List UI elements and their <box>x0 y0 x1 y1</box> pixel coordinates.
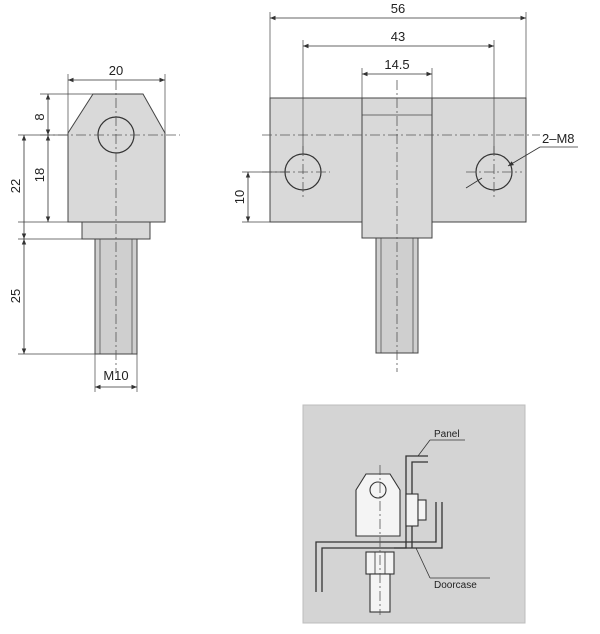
dim-side-head: 22 <box>8 179 23 193</box>
dim-front-hole-height: 10 <box>232 190 247 204</box>
installation-detail: Panel Doorcase <box>302 404 526 624</box>
install-label-panel: Panel <box>434 429 460 440</box>
install-hinge-head <box>355 473 401 537</box>
side-view: 20 8 18 22 25 M10 <box>8 63 180 392</box>
dim-side-stem: 25 <box>8 289 23 303</box>
front-view: 56 43 14.5 10 2–M8 <box>232 1 578 372</box>
side-head <box>67 93 166 223</box>
front-right-wing <box>431 97 527 223</box>
install-doorcase-bracket <box>321 502 443 592</box>
dim-side-thread: M10 <box>103 368 128 383</box>
dim-side-width: 20 <box>109 63 123 78</box>
dim-side-top: 8 <box>32 113 47 120</box>
install-label-doorcase: Doorcase <box>434 580 477 591</box>
dim-side-hole: 18 <box>32 168 47 182</box>
dim-front-center: 14.5 <box>384 57 409 72</box>
dim-front-holes-note: 2–M8 <box>542 131 575 146</box>
dim-front-holes: 43 <box>391 29 405 44</box>
dim-front-overall: 56 <box>391 1 405 16</box>
